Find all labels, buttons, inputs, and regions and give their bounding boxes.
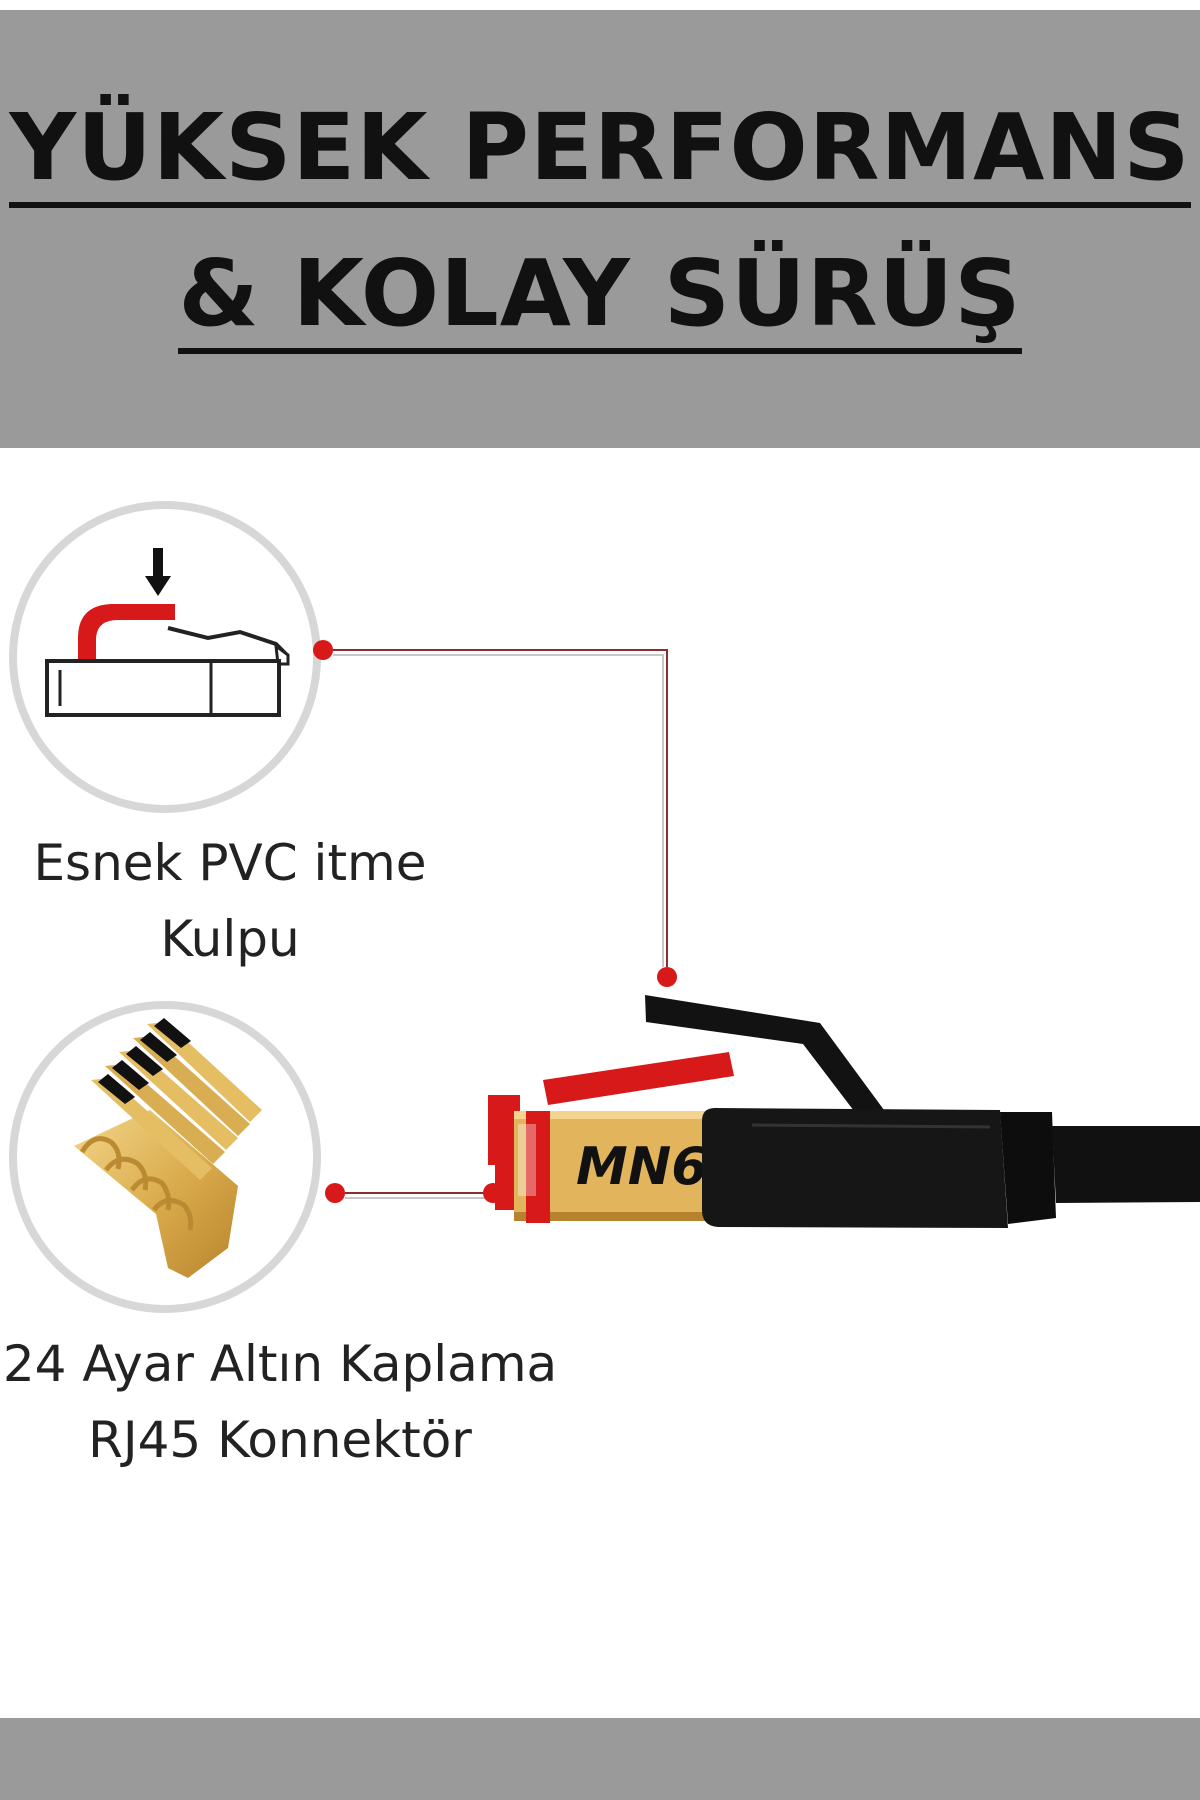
feature-caption-pvc: Esnek PVC itme Kulpu: [33, 834, 427, 968]
ethernet-connector-illustration: MN6: [488, 995, 1200, 1228]
brand-logo: MN6: [576, 1137, 707, 1197]
headline-line-1: YÜKSEK PERFORMANS: [0, 102, 1200, 208]
feature-caption-contacts: 24 Ayar Altın Kaplama RJ45 Konnektör: [2, 1335, 558, 1469]
header-band: [0, 10, 1200, 448]
svg-text:MN6: MN6: [576, 1137, 707, 1197]
headline-line-2: & KOLAY SÜRÜŞ: [0, 248, 1200, 354]
footer-band: [0, 1718, 1200, 1800]
feature-circle-pvc: [9, 501, 321, 813]
feature-circle-contacts: [9, 1001, 321, 1313]
pvc-push-clip-icon: [45, 548, 290, 717]
gold-contacts-icon: [74, 1018, 262, 1278]
